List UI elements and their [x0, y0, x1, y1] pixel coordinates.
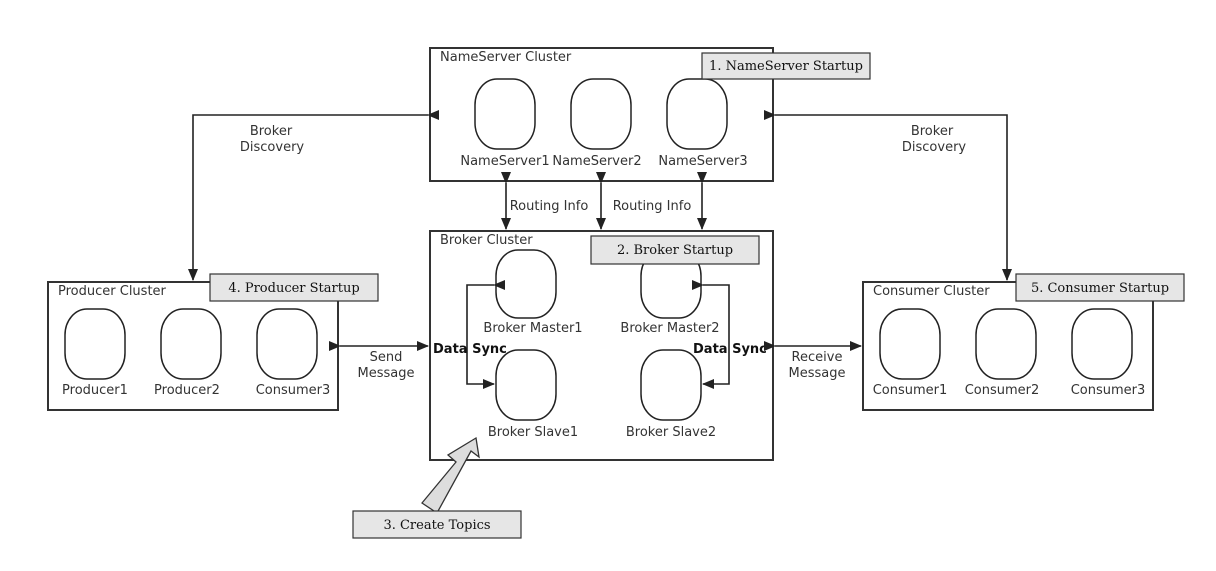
- broker-discovery-left-label-line2: Discovery: [240, 140, 305, 155]
- consumer3-label: Consumer3: [1071, 383, 1146, 398]
- broker-startup-step-label: 2. Broker Startup: [617, 243, 733, 258]
- routing-info-left-label: Routing Info: [510, 199, 589, 214]
- data-sync-left-label: Data Sync: [433, 342, 507, 357]
- send-message-label-line2: Message: [358, 366, 415, 381]
- receive-message-label-line1: Receive: [792, 350, 843, 365]
- broker-discovery-right-label-line1: Broker: [911, 124, 954, 139]
- broker-master1-node: [495, 249, 557, 319]
- consumer2-node: [975, 308, 1037, 380]
- broker-discovery-right-arrow: [764, 110, 1012, 281]
- producer2-label: Producer2: [154, 383, 220, 398]
- broker-discovery-left-label-line1: Broker: [250, 124, 293, 139]
- create-topics-step-box: [352, 510, 522, 539]
- nameserver2-label: NameServer2: [552, 154, 641, 169]
- data-sync-right-arrow: [692, 280, 730, 389]
- consumer2-label: Consumer2: [965, 383, 1040, 398]
- create-topics-step: 3. Create Topics: [352, 436, 522, 539]
- nameserver3-node: [666, 78, 728, 150]
- broker-cluster-title: Broker Cluster: [440, 233, 533, 248]
- broker-discovery-right-label-line2: Discovery: [902, 140, 967, 155]
- create-topics-arrow: [421, 436, 480, 514]
- nameserver1-node: [474, 78, 536, 150]
- broker-discovery-left-arrow: [188, 110, 439, 281]
- consumer1-node: [879, 308, 941, 380]
- data-sync-left-arrow: [466, 280, 505, 389]
- producer-consumer3-label: Consumer3: [256, 383, 331, 398]
- nameserver-cluster: NameServer Cluster NameServer1 NameServe…: [429, 47, 871, 182]
- nameserver-startup-step-box: [701, 52, 871, 80]
- nameserver3-label: NameServer3: [658, 154, 747, 169]
- broker-master2-label: Broker Master2: [620, 321, 719, 336]
- consumer1-label: Consumer1: [873, 383, 948, 398]
- receive-message-label-line2: Message: [789, 366, 846, 381]
- send-message-label-line1: Send: [370, 350, 403, 365]
- broker-slave1-node: [495, 349, 557, 421]
- nameserver2-node: [570, 78, 632, 150]
- broker-slave2-node: [640, 349, 702, 421]
- producer-startup-step-label: 4. Producer Startup: [228, 281, 359, 296]
- consumer3-node: [1071, 308, 1133, 380]
- nameserver-startup-step-label: 1. NameServer Startup: [709, 59, 863, 74]
- consumer-startup-step-label: 5. Consumer Startup: [1031, 281, 1169, 296]
- broker-cluster: Broker Cluster Broker Master1 Broker Mas…: [429, 230, 774, 461]
- broker-slave1-label: Broker Slave1: [488, 425, 578, 440]
- producer-cluster: Producer Cluster Producer1 Producer2 Con…: [47, 273, 379, 411]
- create-topics-step-label: 3. Create Topics: [383, 518, 490, 533]
- nameserver1-label: NameServer1: [460, 154, 549, 169]
- consumer-startup-step-box: [1015, 273, 1185, 302]
- consumer-cluster-title: Consumer Cluster: [873, 284, 990, 299]
- consumer-cluster: Consumer Cluster Consumer1 Consumer2 Con…: [862, 273, 1185, 411]
- broker-slave2-label: Broker Slave2: [626, 425, 716, 440]
- routing-info-right-label: Routing Info: [613, 199, 692, 214]
- broker-master1-label: Broker Master1: [483, 321, 582, 336]
- producer1-label: Producer1: [62, 383, 128, 398]
- nameserver-cluster-title: NameServer Cluster: [440, 50, 572, 65]
- data-sync-right-label: Data Sync: [693, 342, 767, 357]
- producer1-node: [64, 308, 126, 380]
- producer2-node: [160, 308, 222, 380]
- producer-consumer3-node: [256, 308, 318, 380]
- producer-cluster-title: Producer Cluster: [58, 284, 167, 299]
- broker-startup-step-box: [590, 235, 760, 265]
